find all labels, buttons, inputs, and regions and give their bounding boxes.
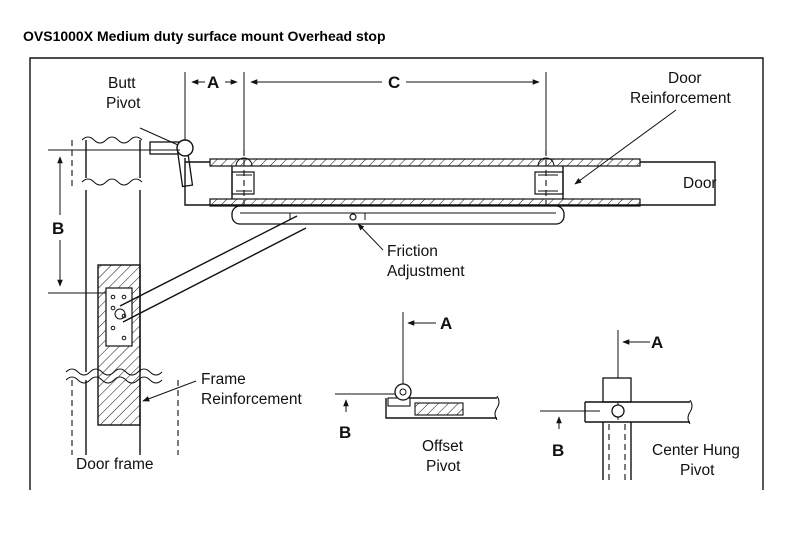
leader-friction-adjustment	[357, 223, 384, 251]
label-center-hung-pivot: Pivot	[680, 462, 715, 479]
diagram-title: OVS1000X Medium duty surface mount Overh…	[23, 28, 386, 44]
stop-arm	[114, 215, 307, 323]
label-frame-reinforcement: Reinforcement	[201, 391, 302, 408]
label-offset: Offset	[422, 438, 464, 455]
label-door: Door	[683, 175, 717, 192]
outer-frame-border	[29, 57, 764, 490]
leader-frame-reinforcement	[142, 380, 197, 402]
center-dimension-b-label: B	[552, 441, 564, 460]
leader-door-reinforcement	[574, 109, 677, 185]
offset-dimension-a-label: A	[440, 314, 452, 333]
label-butt-pivot: Pivot	[106, 95, 141, 112]
label-friction-adjustment: Adjustment	[387, 263, 465, 280]
dimension-c-label: C	[388, 73, 400, 92]
dimension-a-label: A	[207, 73, 219, 92]
label-door-frame: Door frame	[76, 456, 154, 473]
dimension-b-label: B	[52, 219, 64, 238]
frame-reinforcement	[97, 264, 141, 426]
friction-adjustment-screw	[349, 213, 357, 221]
center-dimension-a-label: A	[651, 333, 663, 352]
offset-dimension-b-label: B	[339, 423, 351, 442]
label-frame: Frame	[201, 371, 246, 388]
center-hung-pivot-detail: A B Center Hung Pivot	[540, 330, 740, 480]
door	[184, 150, 716, 210]
label-offset-pivot: Pivot	[426, 458, 461, 475]
label-center-hung: Center Hung	[652, 442, 740, 459]
dimension-a-top: A	[184, 72, 245, 150]
dimension-b-left: B	[48, 149, 180, 294]
label-door-reinforcement-2: Reinforcement	[630, 90, 731, 107]
label-door-reinforcement-1: Door	[668, 70, 702, 87]
overhead-channel	[231, 205, 565, 225]
offset-pivot-detail: A B Offset Pivot	[335, 312, 500, 475]
label-butt: Butt	[108, 75, 136, 92]
dimension-c: C	[250, 72, 547, 150]
label-friction: Friction	[387, 243, 438, 260]
